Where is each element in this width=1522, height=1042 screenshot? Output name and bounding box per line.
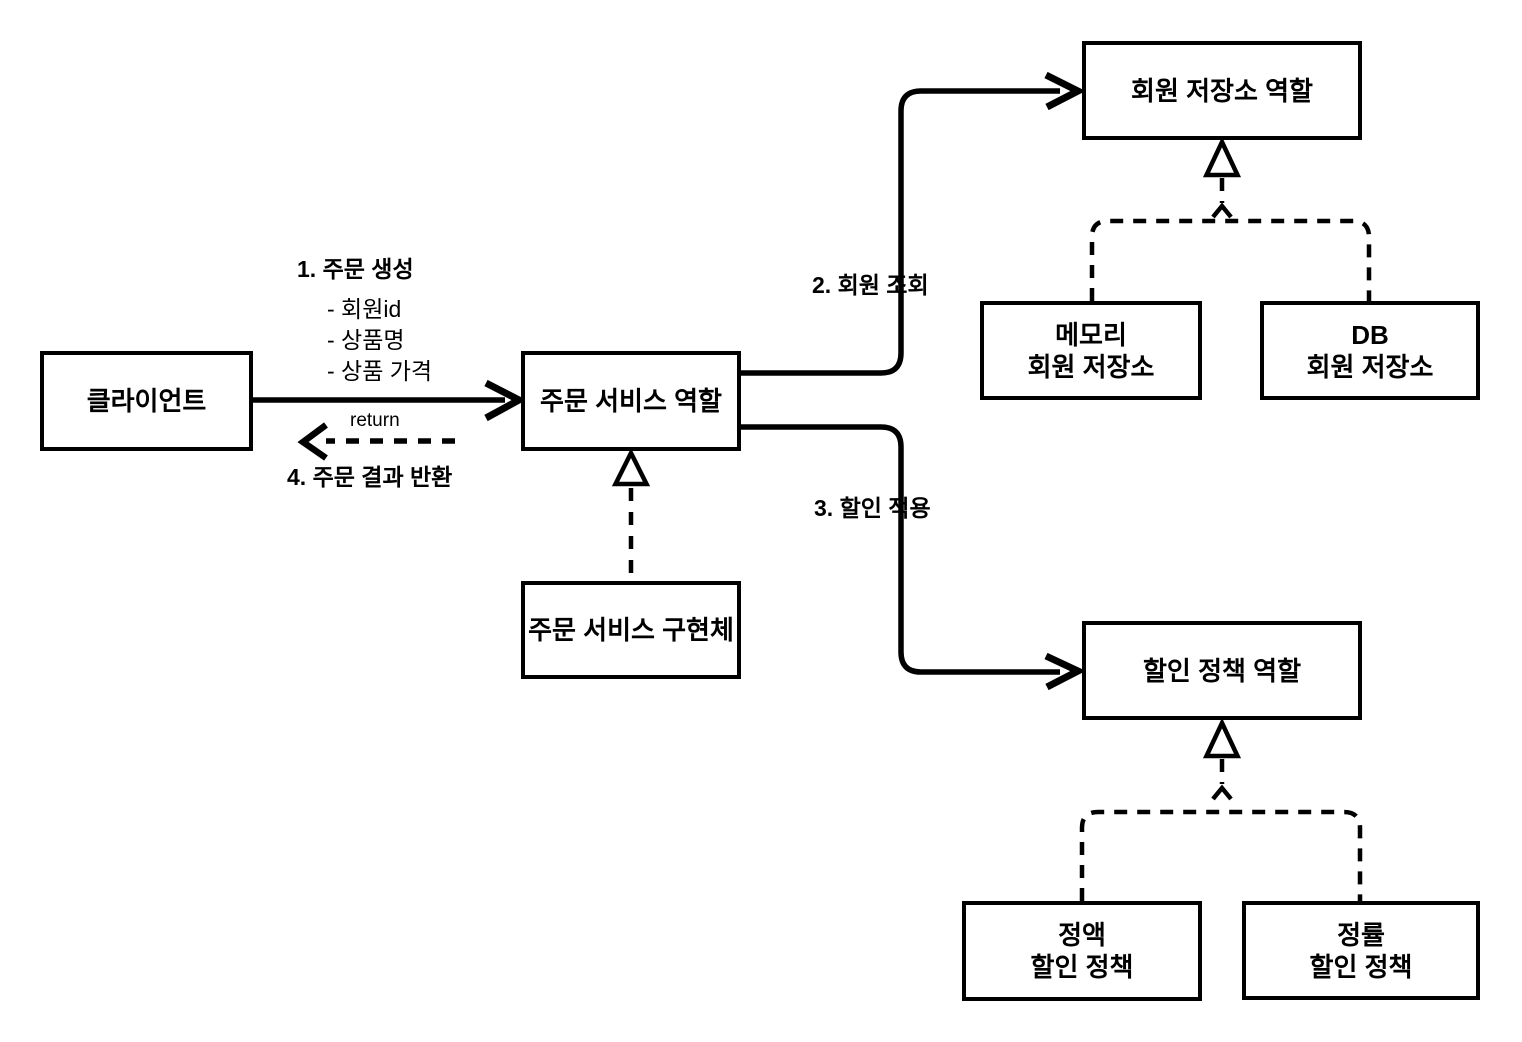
member-realization-triangle-icon (1202, 136, 1242, 178)
node-fixed-amount-discount-policy: 정액 할인 정책 (962, 901, 1202, 1001)
node-memory-member-repository-line2: 회원 저장소 (1027, 351, 1155, 382)
discount-realization-branch-line (1079, 809, 1363, 901)
member-realization-caret-icon (1211, 202, 1233, 219)
node-memory-member-repository: 메모리 회원 저장소 (980, 301, 1202, 400)
node-client-label: 클라이언트 (86, 386, 207, 416)
label-step4-order-result: 4. 주문 결과 반환 (287, 464, 453, 490)
label-step1-param-product-name: - 상품명 (327, 327, 405, 353)
discount-apply-arrow-line (741, 424, 1060, 675)
node-fixed-rate-discount-policy: 정률 할인 정책 (1242, 901, 1480, 1000)
label-return-note: return (350, 410, 400, 431)
member-lookup-arrowhead-icon (1044, 71, 1086, 111)
node-order-service-impl-label: 주문 서비스 구현체 (528, 615, 734, 645)
member-lookup-arrow-line (741, 88, 1060, 376)
node-memory-member-repository-line1: 메모리 (1055, 319, 1127, 350)
discount-apply-arrowhead-icon (1044, 652, 1086, 691)
node-order-service-impl: 주문 서비스 구현체 (521, 581, 741, 679)
discount-realization-triangle-icon (1202, 717, 1242, 759)
node-fixed-amount-discount-policy-line2: 할인 정책 (1030, 952, 1134, 982)
discount-realization-caret-icon (1211, 784, 1233, 801)
label-step1-title: 1. 주문 생성 (297, 256, 414, 282)
label-step2-member-lookup: 2. 회원 조회 (812, 272, 929, 298)
node-db-member-repository-line1: DB (1351, 319, 1389, 350)
node-member-repository-role: 회원 저장소 역할 (1082, 41, 1362, 140)
node-member-repository-role-label: 회원 저장소 역할 (1131, 75, 1313, 106)
return-arrowhead-icon (297, 422, 328, 461)
node-client: 클라이언트 (40, 351, 253, 451)
label-step1-param-member-id: - 회원id (327, 296, 402, 322)
node-discount-policy-role: 할인 정책 역할 (1082, 621, 1362, 720)
node-db-member-repository-line2: 회원 저장소 (1306, 351, 1434, 382)
node-discount-policy-role-label: 할인 정책 역할 (1143, 655, 1301, 686)
node-db-member-repository: DB 회원 저장소 (1260, 301, 1480, 400)
order-create-arrowhead-icon (484, 379, 527, 422)
node-fixed-rate-discount-policy-line1: 정률 (1337, 919, 1385, 950)
label-step1-param-product-price: - 상품 가격 (327, 358, 433, 384)
member-realization-branch-line (1089, 218, 1372, 301)
node-order-service-role: 주문 서비스 역할 (521, 351, 741, 451)
node-order-service-role-label: 주문 서비스 역할 (540, 386, 722, 416)
label-step3-discount-apply: 3. 할인 적용 (814, 495, 931, 521)
node-fixed-rate-discount-policy-line2: 할인 정책 (1309, 951, 1413, 982)
impl-realization-triangle-icon (611, 447, 651, 487)
node-fixed-amount-discount-policy-line1: 정액 (1058, 920, 1106, 950)
